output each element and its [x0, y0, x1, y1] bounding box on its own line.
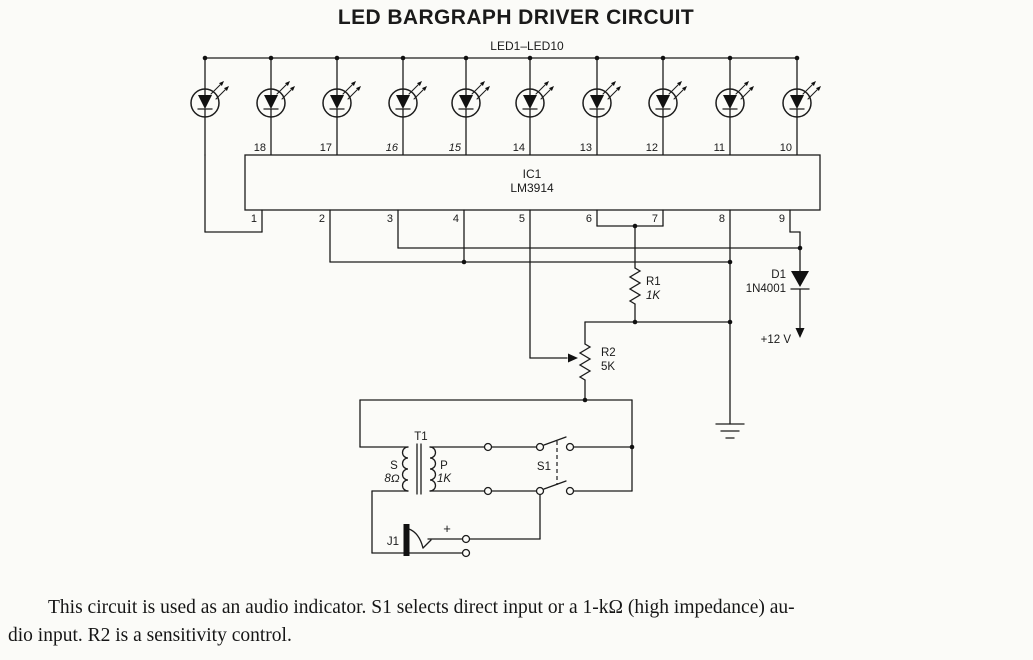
j1-plus-sign: +	[443, 521, 451, 536]
t1-secondary-label: S	[390, 460, 398, 472]
r1-ref: R1	[646, 276, 661, 288]
pin-label-4: 4	[453, 213, 459, 225]
potentiometer-r2: R2 5K	[568, 343, 616, 381]
down-arrow-icon	[795, 328, 805, 338]
ic1-bottom-pin-labels: 1 2 3 4 5 6 7 8 9	[251, 213, 785, 225]
caption: This circuit is used as an audio indicat…	[8, 594, 1025, 651]
pin-label-3: 3	[387, 213, 393, 225]
led-5	[451, 57, 491, 156]
primary-winding	[429, 446, 437, 492]
j1-ref: J1	[387, 536, 399, 548]
led-6	[515, 57, 555, 156]
pin-label-1: 1	[251, 213, 257, 225]
resistor-r1: R1 1K	[628, 267, 661, 305]
j1-terminal-minus	[461, 548, 471, 558]
s1-ref: S1	[537, 461, 551, 473]
wires	[204, 154, 801, 554]
led-2	[256, 57, 296, 156]
supply-arrow: +12 V	[761, 288, 805, 346]
t1-primary-label: P	[440, 460, 448, 472]
t1-ref: T1	[414, 431, 427, 443]
pin-label-2: 2	[319, 213, 325, 225]
pin-label-16: 16	[386, 142, 399, 154]
r2-ref: R2	[601, 347, 616, 359]
ground-symbol	[715, 423, 745, 439]
pin-label-7: 7	[652, 213, 658, 225]
led-10	[782, 57, 822, 156]
led-8	[648, 57, 688, 156]
caption-line2: dio input. R2 is a sensitivity control.	[8, 625, 292, 647]
pin-label-18: 18	[254, 142, 266, 154]
led-array-label: LED1–LED10	[490, 39, 564, 53]
pin-label-14: 14	[513, 142, 525, 154]
r1-value: 1K	[646, 290, 661, 302]
led-9	[715, 57, 755, 156]
switch-s1: S1	[483, 436, 575, 496]
switch-arm-lower	[543, 480, 567, 490]
ic1-ref: IC1	[523, 167, 542, 181]
jack-body	[403, 524, 410, 556]
pin-label-13: 13	[580, 142, 592, 154]
switch-arm-upper	[543, 436, 567, 446]
pin-label-6: 6	[586, 213, 592, 225]
led-4	[388, 57, 428, 156]
d1-value: 1N4001	[746, 283, 786, 295]
pin-label-15: 15	[449, 142, 462, 154]
pin-label-9: 9	[779, 213, 785, 225]
secondary-winding	[401, 446, 409, 492]
ic1-body: IC1 LM3914	[244, 154, 821, 211]
t1-secondary-value: 8Ω	[384, 473, 399, 485]
pin-label-17: 17	[320, 142, 332, 154]
pin-label-12: 12	[646, 142, 658, 154]
pin-label-11: 11	[714, 142, 725, 154]
jack-plug-contact	[408, 528, 424, 549]
ic1-part-number: LM3914	[510, 181, 554, 195]
wiper-arrow	[568, 353, 578, 363]
d1-ref: D1	[771, 269, 786, 281]
pin-label-10: 10	[780, 142, 792, 154]
t1-primary-value: 1K	[437, 473, 452, 485]
j1-terminal-plus	[461, 534, 471, 544]
led-3	[322, 57, 362, 156]
pin-label-8: 8	[719, 213, 725, 225]
led-array: LED1–LED10	[190, 39, 822, 156]
pin-label-5: 5	[519, 213, 525, 225]
r2-value: 5K	[601, 361, 615, 373]
led-1	[190, 57, 230, 156]
supply-label: +12 V	[761, 334, 792, 346]
caption-line1: This circuit is used as an audio indicat…	[48, 597, 795, 618]
junction-dots	[202, 55, 803, 450]
jack-j1: J1 +	[387, 521, 471, 558]
led-7	[582, 57, 622, 156]
diode-d1: D1 1N4001	[746, 269, 810, 295]
ic1-top-pin-labels: 18 17 16 15 14 13 12 11 10	[254, 142, 792, 154]
circuit-diagram: LED BARGRAPH DRIVER CIRCUIT LED1–LED10 I…	[190, 6, 822, 558]
page-title: LED BARGRAPH DRIVER CIRCUIT	[338, 6, 694, 29]
transformer-t1: T1 S 8Ω P 1K	[384, 431, 452, 495]
